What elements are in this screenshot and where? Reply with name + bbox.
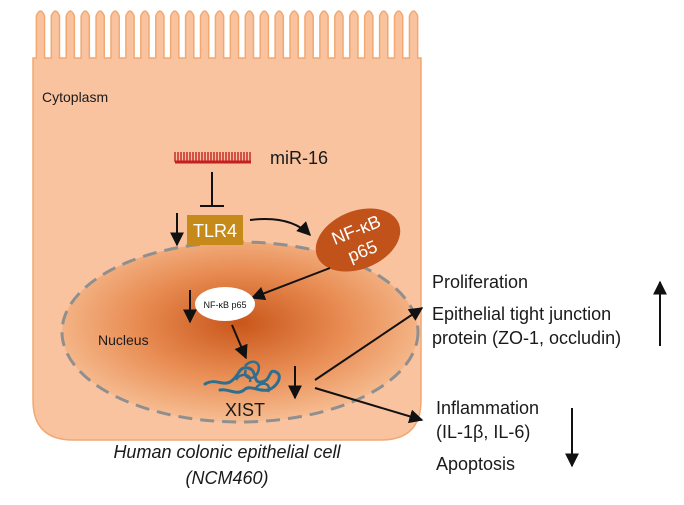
nfkb-nuclear [195, 287, 255, 321]
to-proliferation-arrow [314, 307, 424, 381]
tight-junction-label-1: Epithelial tight junction [432, 304, 611, 324]
cell-name-label-1: Human colonic epithelial cell [113, 442, 341, 462]
xist-rna-icon [203, 360, 281, 394]
tlr4-to-nfkb-arrow [249, 218, 311, 236]
tlr4-label: TLR4 [193, 221, 237, 241]
inflammation-label-2: (IL-1β, IL-6) [436, 422, 530, 442]
nfkb-translocation-arrow [250, 267, 331, 301]
apoptosis-label: Apoptosis [436, 454, 515, 474]
nfkb-to-xist-arrow [231, 324, 248, 360]
nucleus-label: Nucleus [98, 332, 149, 348]
inflammation-label-1: Inflammation [436, 398, 539, 418]
xist-label: XIST [225, 400, 265, 420]
nfkb-nuclear-label: NF-κB p65 [203, 300, 246, 310]
tight-junction-label-2: protein (ZO-1, occludin) [432, 328, 621, 348]
cytoplasm-label: Cytoplasm [42, 89, 108, 105]
cell-name-label-2: (NCM460) [185, 468, 268, 488]
mirna-label: miR-16 [270, 148, 328, 168]
to-inflammation-arrow [314, 387, 424, 424]
mirna-icon [174, 152, 251, 164]
tlr4-box [187, 215, 243, 245]
proliferation-label: Proliferation [432, 272, 528, 292]
